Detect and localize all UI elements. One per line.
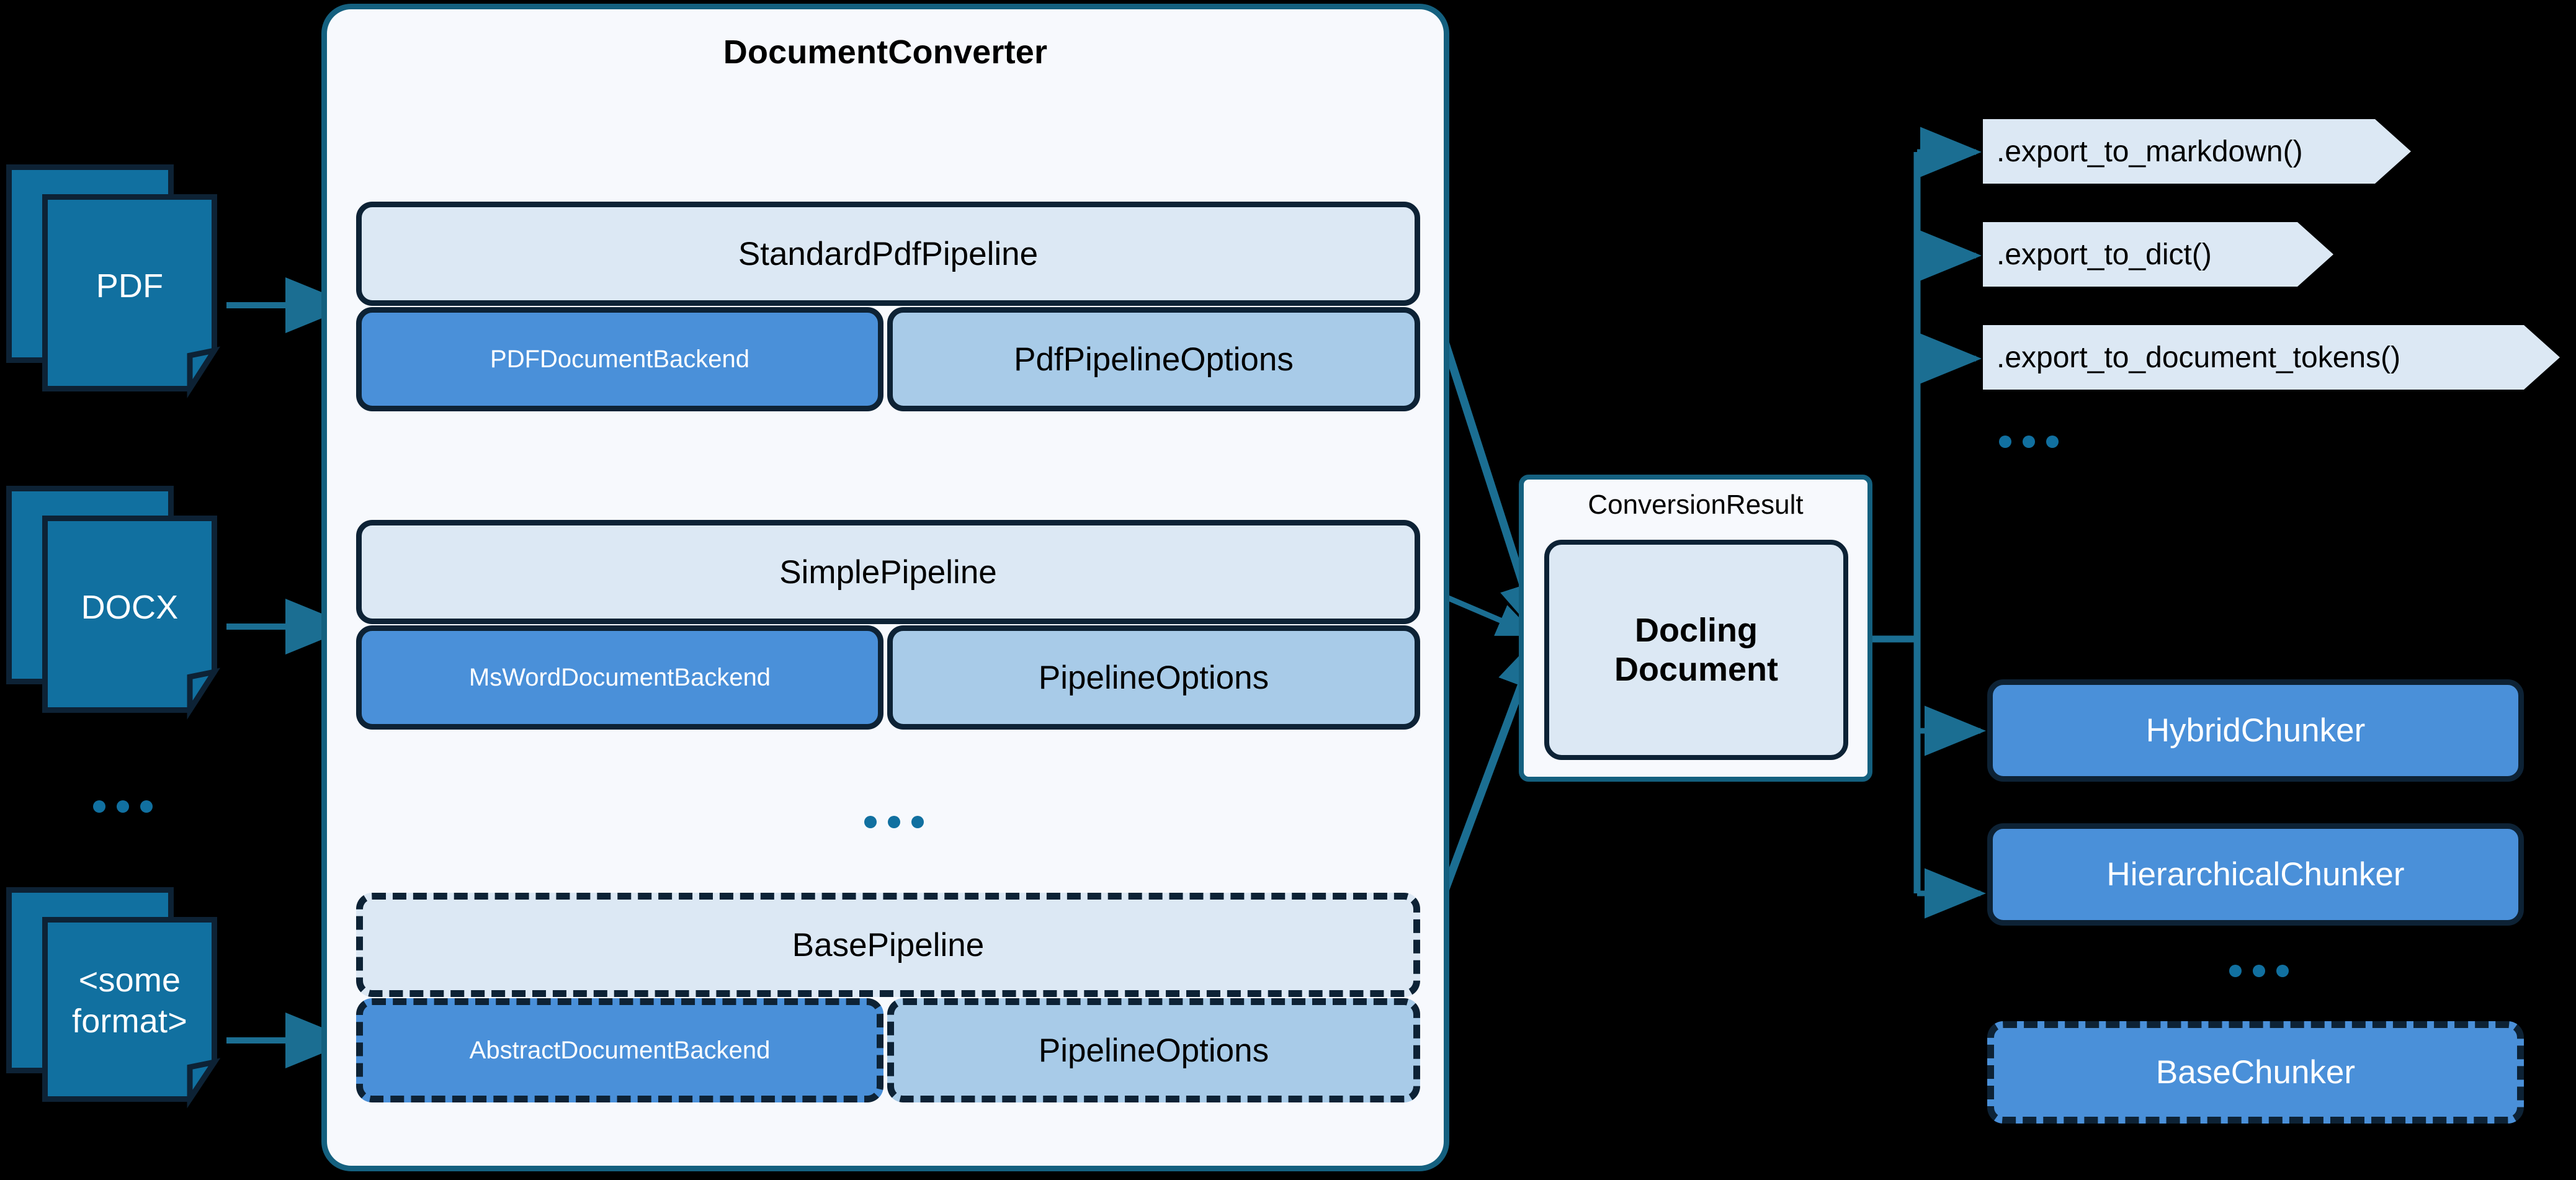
pipeline-name: StandardPdfPipeline <box>738 235 1039 272</box>
pipeline-header-basepipeline[interactable]: BasePipeline <box>356 893 1420 997</box>
export-label: .export_to_markdown() <box>1997 135 2303 168</box>
pipeline-header-simplepipeline[interactable]: SimplePipeline <box>356 520 1420 624</box>
document-converter-title: DocumentConverter <box>723 34 1048 71</box>
exports-ellipsis <box>1999 436 2059 448</box>
ellipsis-dot <box>2046 436 2059 448</box>
export-label: .export_to_document_tokens() <box>1997 341 2401 374</box>
backend-name: PDFDocumentBackend <box>490 345 749 373</box>
ellipsis-dot <box>2253 965 2265 977</box>
export-banner-dict[interactable]: .export_to_dict() <box>1983 222 2333 287</box>
chunker-hybridchunker[interactable]: HybridChunker <box>1987 679 2524 782</box>
chunker-label: HierarchicalChunker <box>2106 856 2405 893</box>
document-converter-container: DocumentConverter StandardPdfPipeline PD… <box>321 4 1449 1171</box>
input-document-docx[interactable]: DOCX <box>6 486 230 720</box>
ellipsis-dot <box>2276 965 2289 977</box>
export-banner-markdown[interactable]: .export_to_markdown() <box>1983 119 2411 184</box>
document-front-sheet: DOCX <box>42 516 221 720</box>
pipeline-name: BasePipeline <box>792 926 985 963</box>
ellipsis-dot <box>1999 436 2011 448</box>
input-document-other-format[interactable]: <some format> <box>6 887 230 1109</box>
backend-name: AbstractDocumentBackend <box>469 1036 771 1064</box>
docling-document-line1: Docling <box>1634 612 1758 650</box>
options-name: PipelineOptions <box>1038 659 1269 696</box>
inputs-ellipsis <box>93 800 153 813</box>
conversion-result-title: ConversionResult <box>1588 489 1804 520</box>
ellipsis-dot <box>2023 436 2035 448</box>
input-document-pdf[interactable]: PDF <box>6 164 230 398</box>
backend-pdfdocumentbackend[interactable]: PDFDocumentBackend <box>356 307 883 411</box>
chunkers-ellipsis <box>2229 965 2289 977</box>
docling-document-line2: Document <box>1614 650 1778 688</box>
pipeline-header-standardpdfpipeline[interactable]: StandardPdfPipeline <box>356 202 1420 306</box>
chunker-label: HybridChunker <box>2145 712 2366 749</box>
export-banner-document-tokens[interactable]: .export_to_document_tokens() <box>1983 325 2560 390</box>
ellipsis-dot <box>93 800 105 813</box>
options-pipelineoptions[interactable]: PipelineOptions <box>887 625 1420 730</box>
conversion-result-container: ConversionResult Docling Document <box>1519 475 1872 782</box>
ellipsis-dot <box>117 800 129 813</box>
options-pdfpipelineoptions[interactable]: PdfPipelineOptions <box>887 307 1420 411</box>
docling-document-box[interactable]: Docling Document <box>1544 540 1848 760</box>
options-name: PipelineOptions <box>1038 1032 1269 1069</box>
pipeline-name: SimplePipeline <box>779 553 997 591</box>
options-name: PdfPipelineOptions <box>1014 341 1294 378</box>
document-front-sheet: PDF <box>42 194 221 398</box>
ellipsis-dot <box>2229 965 2242 977</box>
options-pipelineoptions-base[interactable]: PipelineOptions <box>887 998 1420 1102</box>
ellipsis-dot <box>140 800 153 813</box>
backend-name: MsWordDocumentBackend <box>468 663 771 691</box>
ellipsis-dot <box>911 816 924 828</box>
backend-abstractdocumentbackend[interactable]: AbstractDocumentBackend <box>356 998 883 1102</box>
chunker-basechunker[interactable]: BaseChunker <box>1987 1021 2524 1124</box>
chunker-label: BaseChunker <box>2155 1054 2356 1091</box>
pipelines-ellipsis <box>864 816 924 828</box>
export-label: .export_to_dict() <box>1997 238 2212 271</box>
chunker-hierarchicalchunker[interactable]: HierarchicalChunker <box>1987 823 2524 926</box>
document-front-sheet: <some format> <box>42 917 221 1109</box>
ellipsis-dot <box>864 816 877 828</box>
ellipsis-dot <box>888 816 900 828</box>
backend-mousworddocumentbackend[interactable]: MsWordDocumentBackend <box>356 625 883 730</box>
